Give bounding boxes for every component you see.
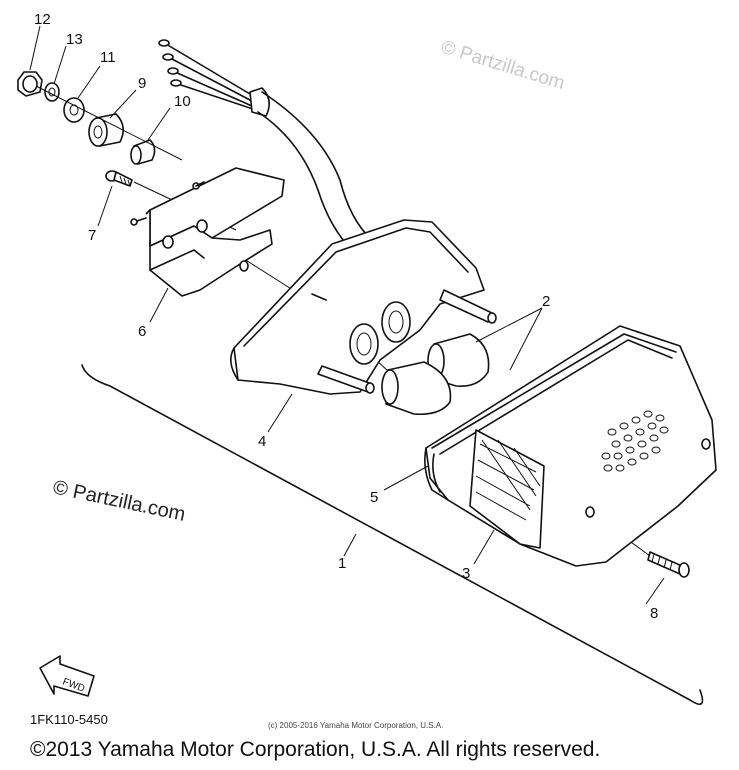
watermark-left: © Partzilla.com	[51, 476, 187, 526]
bulb-part-2-lower	[381, 361, 452, 416]
callout-9: 9	[138, 75, 146, 92]
assembly-guide-line-a	[35, 85, 183, 161]
lens-dimple-pattern	[601, 410, 669, 472]
callout-5: 5	[370, 489, 378, 506]
assembly-frame-line	[81, 364, 704, 706]
callout-8: 8	[650, 605, 658, 622]
bracket-part-6	[130, 167, 285, 297]
wire-harness	[158, 39, 373, 251]
spring-washer-part-13	[44, 82, 60, 102]
small-copyright: (c) 2005-2016 Yamaha Motor Corporation, …	[268, 721, 443, 730]
callout-3: 3	[462, 565, 470, 582]
callout-11: 11	[100, 49, 116, 66]
watermark-top-right: © Partzilla.com	[439, 37, 568, 95]
callout-10: 10	[174, 93, 191, 110]
collar-part-10	[130, 139, 156, 165]
callout-12: 12	[34, 11, 51, 28]
part-code: 1FK110-5450	[30, 712, 108, 727]
screw-part-8	[647, 551, 690, 578]
callout-7: 7	[88, 227, 96, 244]
taillight-lens-part-1	[424, 325, 717, 567]
taillight-base-part-4	[230, 219, 497, 395]
callout-6: 6	[138, 323, 146, 340]
nut-part-12	[17, 71, 43, 97]
screw-part-7	[105, 170, 133, 187]
leader-lines	[29, 25, 665, 605]
callout-4: 4	[258, 433, 266, 450]
callout-2: 2	[542, 293, 550, 310]
forward-arrow-icon: FWD	[39, 655, 95, 697]
callout-13: 13	[66, 31, 83, 48]
callout-1: 1	[338, 555, 346, 572]
grommet-part-9	[88, 113, 124, 147]
copyright-footer: ©2013 Yamaha Motor Corporation, U.S.A. A…	[30, 738, 601, 761]
